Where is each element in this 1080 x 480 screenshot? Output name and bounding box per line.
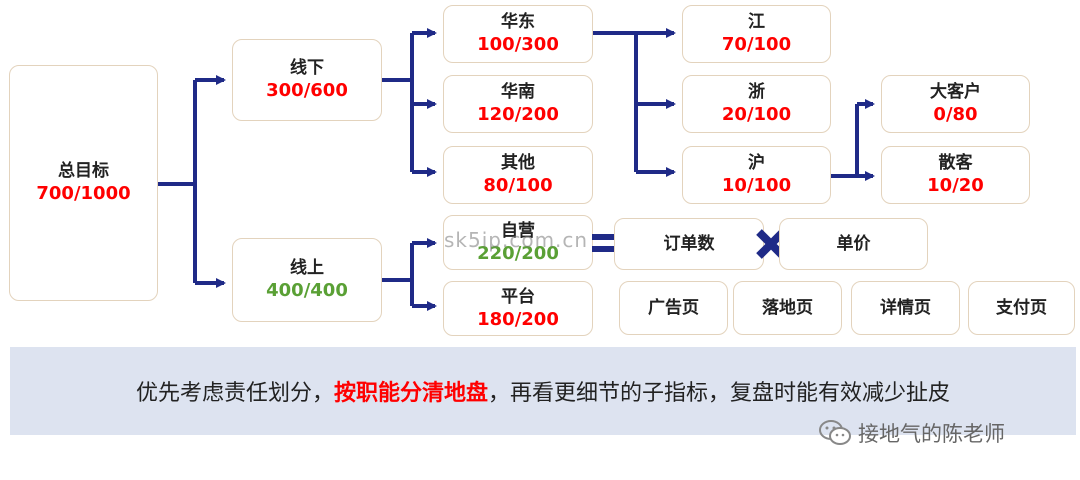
wechat-icon [819,420,851,445]
node-self-operated: 自营 220/200 [443,215,593,270]
node-label: 江 [748,12,765,33]
node-label: 详情页 [880,297,931,318]
node-detail-page: 详情页 [851,281,960,335]
node-hu: 沪 10/100 [682,146,831,204]
node-value: 180/200 [477,308,559,330]
node-label: 落地页 [762,297,813,318]
node-label: 单价 [836,233,871,254]
node-label: 华南 [501,82,535,103]
node-label: 线上 [290,258,324,279]
node-label: 线下 [290,58,324,79]
node-value: 700/1000 [36,183,131,205]
node-label: 平台 [501,286,535,307]
node-value: 70/100 [721,34,792,56]
node-value: 100/300 [477,34,559,56]
node-unit-price: 单价 [779,218,928,270]
node-other-region: 其他 80/100 [443,146,593,204]
node-value: 10/100 [721,175,792,197]
node-label: 华东 [501,12,535,33]
banner-text-after: ，再看更细节的子指标，复盘时能有效减少扯皮 [488,381,951,406]
node-offline: 线下 300/600 [232,39,382,121]
node-label: 广告页 [648,297,699,318]
node-label: 总目标 [58,161,109,182]
node-pay-page: 支付页 [968,281,1075,335]
equals-icon [592,234,614,252]
node-platform: 平台 180/200 [443,281,593,336]
node-order-count: 订单数 [614,218,764,270]
node-label: 散客 [938,153,973,174]
node-zhe: 浙 20/100 [682,75,831,133]
node-value: 20/100 [721,104,792,126]
node-east-china: 华东 100/300 [443,5,593,63]
node-label: 沪 [748,153,765,174]
node-jiang: 江 70/100 [682,5,831,63]
node-label: 自营 [501,220,535,241]
footer-account: 接地气的陈老师 [818,418,1005,448]
node-value: 400/400 [266,280,348,302]
node-landing-page: 落地页 [733,281,842,335]
node-label: 支付页 [996,297,1047,318]
banner-text-before: 优先考虑责任划分， [135,381,334,406]
node-value: 300/600 [266,80,348,102]
node-label: 订单数 [663,233,715,254]
footer-account-name: 接地气的陈老师 [858,422,1005,446]
node-south-china: 华南 120/200 [443,75,593,133]
summary-banner: 优先考虑责任划分，按职能分清地盘，再看更细节的子指标，复盘时能有效减少扯皮 [10,347,1076,435]
node-value: 80/100 [483,175,553,197]
node-value: 220/200 [477,242,559,264]
node-label: 浙 [748,82,765,103]
banner-highlight: 按职能分清地盘 [333,381,488,406]
node-label: 大客户 [930,82,981,103]
node-value: 120/200 [477,104,559,126]
node-online: 线上 400/400 [232,238,382,322]
node-retail-customer: 散客 10/20 [881,146,1030,204]
watermark: sk5ip.com.cn [444,228,589,252]
node-value: 10/20 [927,175,984,197]
node-big-customer: 大客户 0/80 [881,75,1030,133]
node-value: 0/80 [933,104,978,126]
node-label: 其他 [501,153,535,174]
node-total-target: 总目标 700/1000 [9,65,158,301]
node-ad-page: 广告页 [619,281,728,335]
